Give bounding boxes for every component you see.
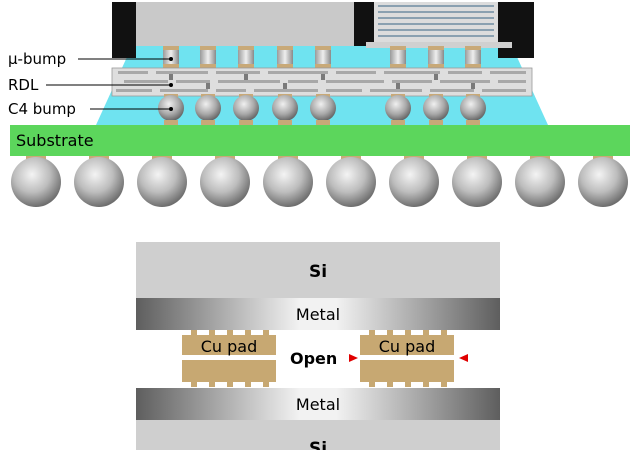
open-label: Open [290, 349, 337, 368]
c4-bump [423, 94, 449, 125]
die-right-base [366, 42, 512, 48]
c4-leader-dot [169, 107, 173, 111]
cu-pad-right [360, 330, 454, 387]
solder-ball [74, 156, 124, 207]
c4-bump [310, 94, 336, 125]
substrate-label: Substrate [16, 131, 94, 150]
solder-ball [137, 156, 187, 207]
rdl-layer [111, 67, 533, 97]
micro-bump [200, 46, 216, 68]
substrate [10, 125, 630, 156]
c4-bump [460, 94, 486, 125]
micro-bump [465, 46, 481, 68]
die-left [136, 2, 354, 46]
micro-bump [277, 46, 293, 68]
die-right-layers [378, 5, 494, 37]
c4-bump [195, 94, 221, 125]
metal-bottom-label: Metal [296, 395, 340, 414]
c4-bumps [158, 94, 486, 125]
ubump-label: μ-bump [8, 50, 66, 68]
cu-pad-left-label: Cu pad [201, 337, 258, 356]
metal-bottom [136, 388, 500, 420]
c4-bump [272, 94, 298, 125]
die-left-mold [112, 2, 136, 58]
die-left-mold-right [354, 2, 374, 46]
si-top [136, 242, 500, 298]
c4-label: C4 bump [8, 100, 76, 118]
solder-ball [200, 156, 250, 207]
solder-ball [326, 156, 376, 207]
top-package-diagram: Substrate μ-bump RDL C4 bump [8, 2, 630, 207]
solder-ball [11, 156, 61, 207]
micro-bumps [163, 46, 481, 68]
solder-ball [452, 156, 502, 207]
micro-bump [238, 46, 254, 68]
bottom-open-defect-diagram: Si Metal Cu pad Open Cu pad Metal [136, 242, 500, 450]
solder-ball [389, 156, 439, 207]
micro-bump [390, 46, 406, 68]
die-right-mold [498, 2, 534, 58]
si-bottom-label: Si [309, 439, 327, 450]
c4-bump [385, 94, 411, 125]
open-arrow-right [459, 354, 468, 362]
metal-top-label: Metal [296, 305, 340, 324]
micro-bump [315, 46, 331, 68]
rdl-label: RDL [8, 76, 39, 94]
cu-pad-right-label: Cu pad [379, 337, 436, 356]
ubump-leader-dot [169, 57, 173, 61]
si-bottom [136, 420, 500, 450]
rdl-leader-dot [169, 83, 173, 87]
si-top-label: Si [309, 262, 327, 282]
open-arrow-left [349, 354, 358, 362]
c4-bump [233, 94, 259, 125]
metal-top [136, 298, 500, 330]
solder-ball [263, 156, 313, 207]
solder-balls [11, 156, 628, 207]
solder-ball [515, 156, 565, 207]
solder-ball [578, 156, 628, 207]
cu-pad-left [182, 330, 276, 387]
micro-bump [428, 46, 444, 68]
